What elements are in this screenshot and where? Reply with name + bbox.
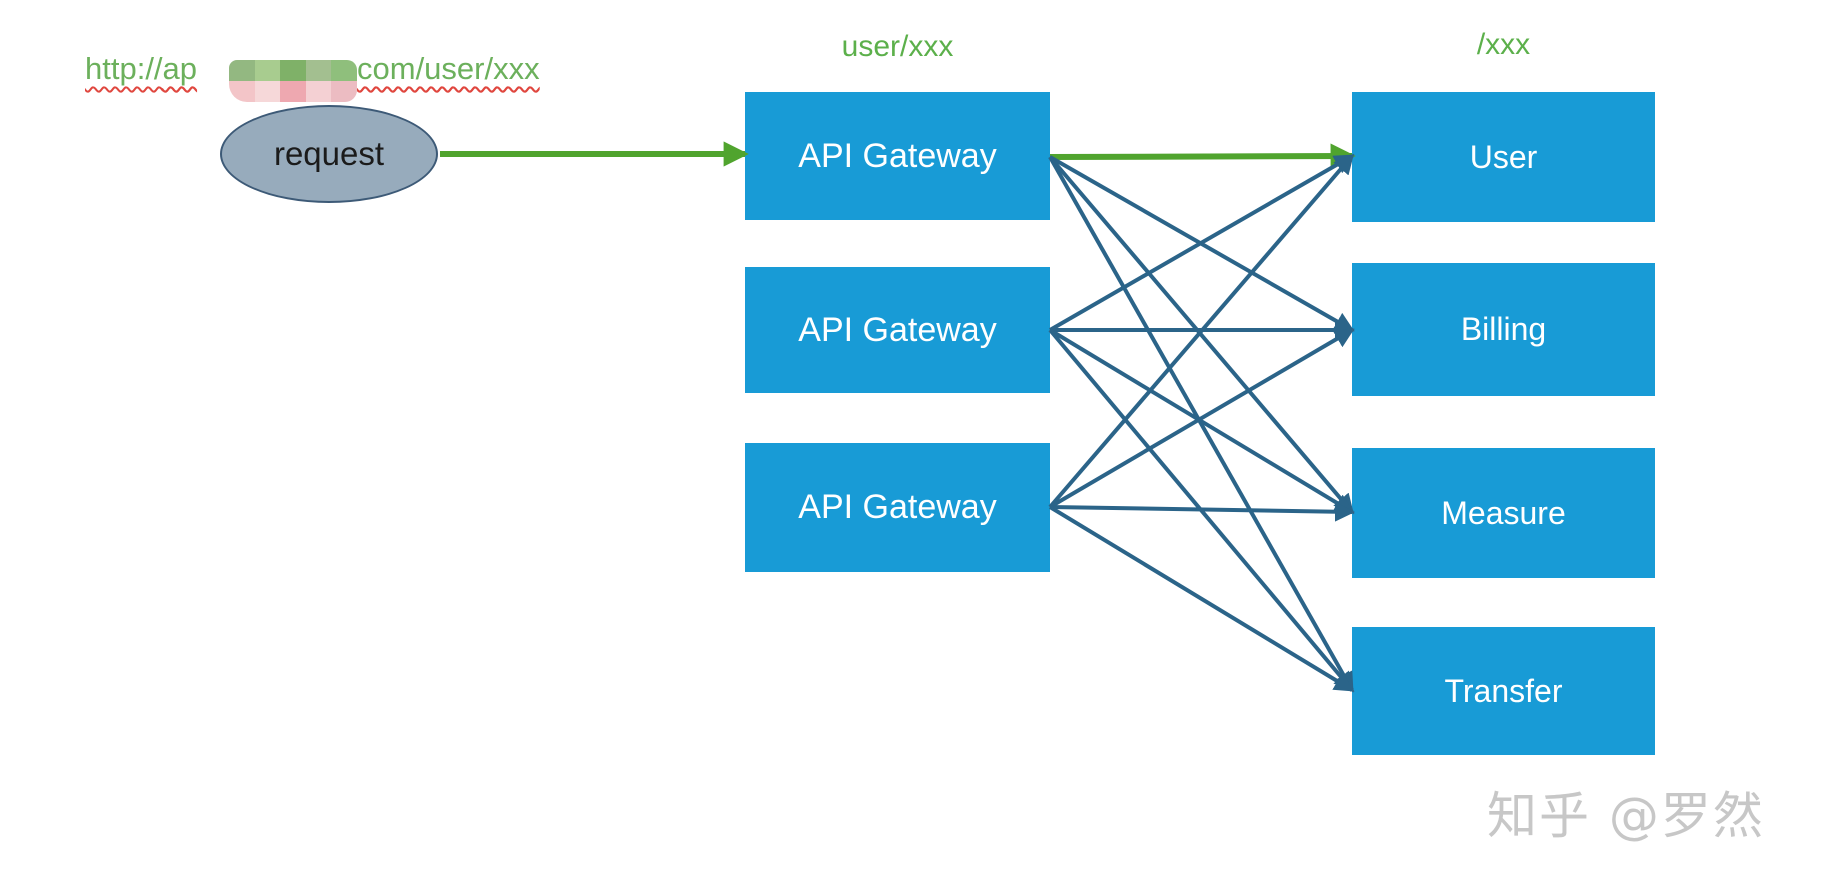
censor-mosaic-cell — [331, 81, 357, 102]
edge-gateway-2-to-service-0 — [1048, 153, 1354, 509]
gateway-box-2-label: API Gateway — [798, 310, 997, 349]
service-box-measure: Measure — [1352, 448, 1655, 578]
censor-mosaic-cell — [280, 81, 306, 102]
censor-mosaic-cell — [280, 60, 306, 81]
edge-gateway-0-to-service-3 — [1048, 156, 1354, 693]
service-route-label: /xxx — [1476, 28, 1531, 61]
censor-mosaic-cell — [229, 81, 255, 102]
edge-gateway-2-to-service-2 — [1049, 501, 1355, 522]
request-node-label: request — [273, 135, 385, 172]
request-url-prefix: http://ap — [85, 50, 197, 88]
censor-mosaic-cell — [305, 81, 332, 102]
edge-gateway-0-to-service-1 — [1049, 155, 1355, 332]
edge-gateway-2-to-service-3 — [1048, 505, 1355, 692]
gateway-route-label: user/xxx — [841, 30, 954, 63]
service-box-user: User — [1352, 92, 1655, 222]
edge-gateway-1-to-service-2 — [1048, 328, 1355, 514]
edge-gateway-1-to-service-0 — [1049, 154, 1355, 332]
gateway-box-2: API Gateway — [745, 267, 1050, 393]
request-node: request — [220, 105, 438, 203]
edge-lines — [440, 141, 1356, 693]
service-box-billing-label: Billing — [1460, 311, 1547, 347]
censor-mosaic-cell — [254, 60, 281, 81]
edge-gateway-2-to-service-1 — [1048, 328, 1355, 509]
censor-mosaic-cell — [229, 60, 255, 81]
gateway-box-1: API Gateway — [745, 92, 1050, 220]
service-box-billing: Billing — [1352, 263, 1655, 396]
gateway-box-1-label: API Gateway — [798, 136, 997, 175]
request-url-suffix: com/user/xxx — [357, 50, 540, 88]
url-domain-end-text: com/user/xxx — [357, 51, 540, 86]
service-box-transfer: Transfer — [1352, 627, 1655, 755]
edge-gateway-0-to-service-2 — [1048, 155, 1354, 515]
censor-mosaic-cell — [331, 60, 357, 81]
service-box-measure-label: Measure — [1441, 494, 1566, 531]
censor-mosaic-cell — [305, 60, 332, 81]
edge-gateway-0-to-service-0 — [1049, 143, 1356, 169]
service-box-user-label: User — [1469, 138, 1538, 175]
censor-mosaic-cell — [254, 81, 281, 102]
gateway-box-3: API Gateway — [745, 443, 1050, 572]
service-box-transfer-label: Transfer — [1444, 672, 1563, 709]
edge-gateway-1-to-service-3 — [1048, 328, 1354, 693]
url-domain-start-text: ap — [162, 51, 198, 86]
url-scheme-text: http:// — [85, 51, 163, 86]
watermark: 知乎 @罗然 — [1487, 787, 1765, 845]
gateway-box-3-label: API Gateway — [798, 488, 997, 526]
censor-mosaic — [229, 60, 357, 102]
